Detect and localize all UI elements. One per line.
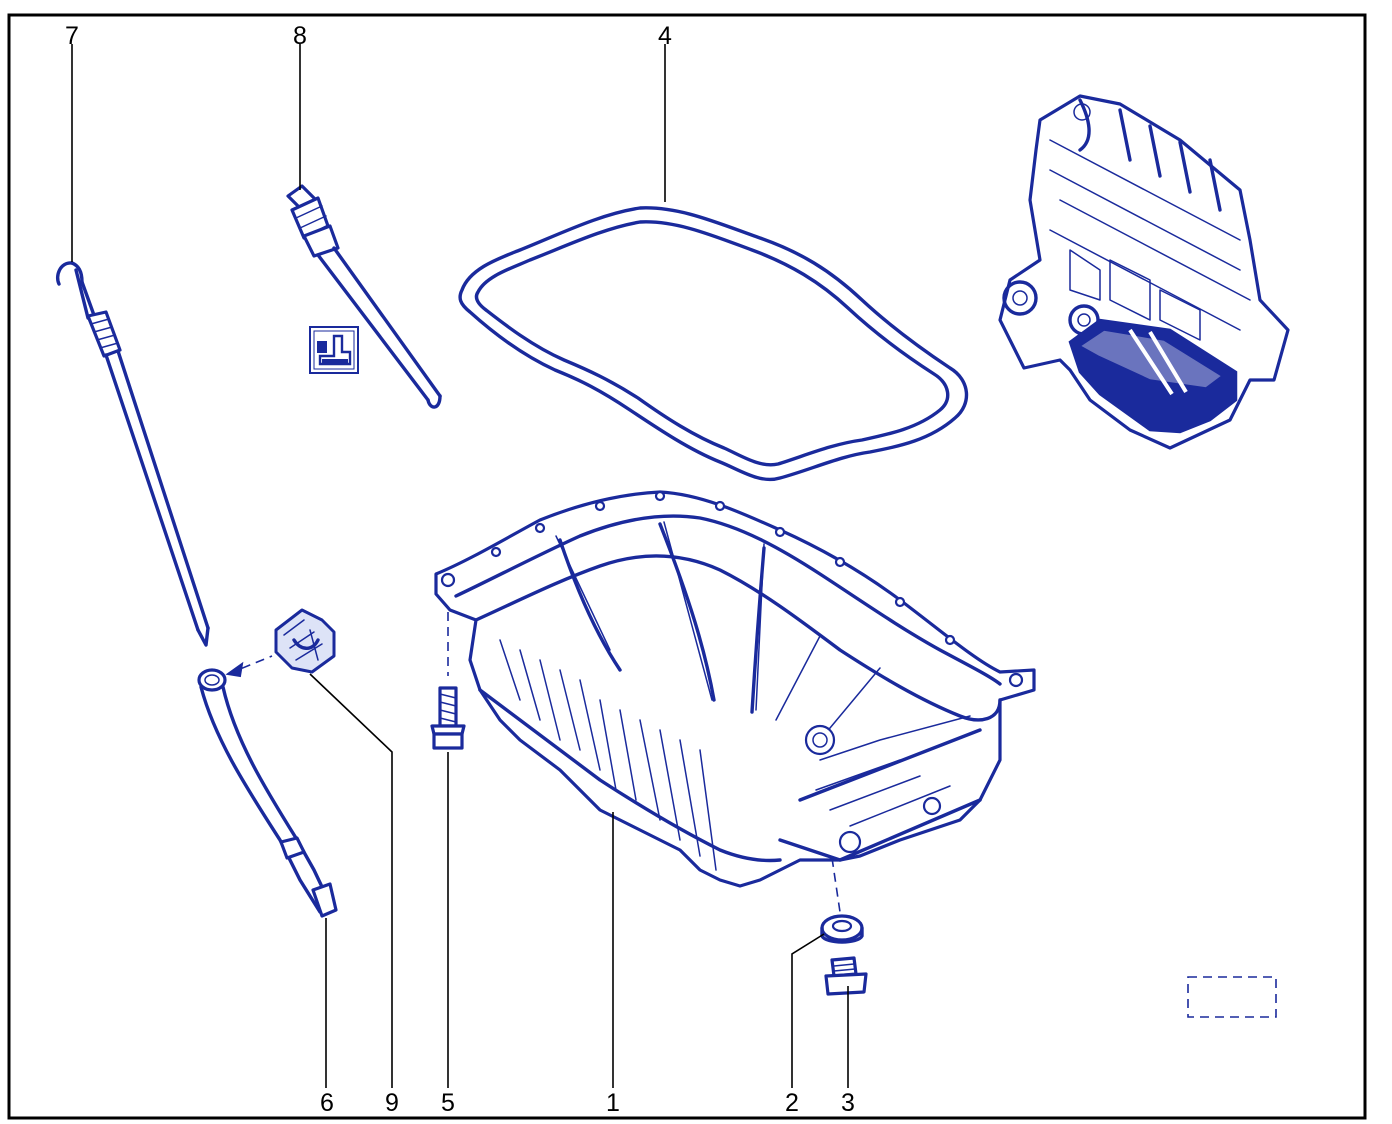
callout-1: 1 [606,1089,620,1117]
callout-numbers: 7 8 4 6 9 5 1 2 3 [65,22,855,1117]
leader-lines [71,44,849,1088]
diagram-frame [7,13,1367,1120]
drain-alignment-line [831,857,841,913]
callout-4: 4 [658,22,672,50]
callout-8: 8 [293,22,307,50]
clip-alignment-arrow-icon [225,661,244,678]
callout-3: 3 [841,1089,855,1117]
leader-9 [309,673,393,1088]
part-2-drain-seal-washer [820,914,864,944]
leader-2 [791,933,825,1088]
part-7-dipstick [55,261,210,647]
part-9-retaining-clip [274,608,336,674]
part-4-oil-pan-gasket [458,206,969,482]
part-3-drain-plug [824,956,868,996]
callout-2: 2 [785,1089,799,1117]
callout-9: 9 [385,1089,399,1117]
engine-location-reference [998,94,1290,450]
part-8-oil-level-sensor [286,184,442,409]
part-1-oil-pan [434,490,1036,888]
dashed-placeholder-box [1187,976,1277,1018]
callout-7: 7 [65,22,79,50]
part-5-oil-pan-bolt [430,686,466,750]
part-6-dipstick-guide-tube [197,668,338,918]
oil-level-sensor-symbol-icon [309,326,359,374]
callout-6: 6 [320,1089,334,1117]
callout-5: 5 [441,1089,455,1117]
